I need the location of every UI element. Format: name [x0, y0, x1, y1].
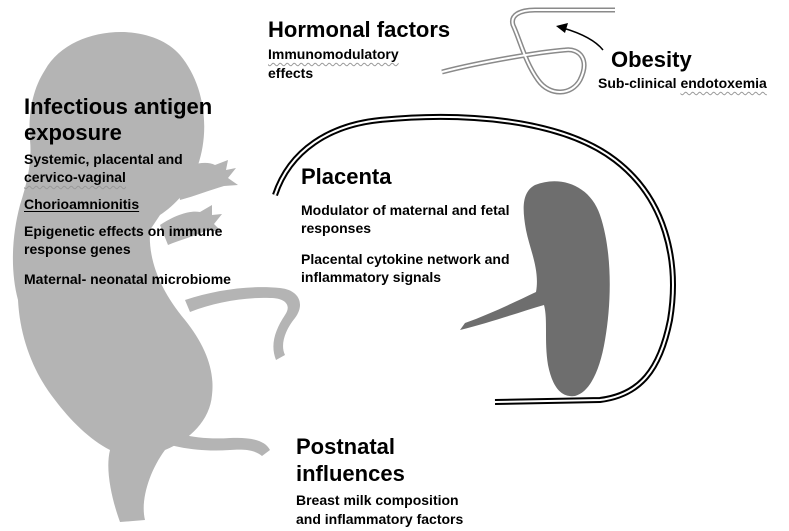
obesity-title: Obesity [611, 47, 692, 72]
vessel-inner [441, 9, 615, 93]
infectious-item-1-line-1: Systemic, placental and [24, 151, 183, 167]
placenta-title: Placenta [301, 164, 392, 189]
fetus-body [12, 32, 213, 522]
infectious-item-1-line-2: cervico-vaginal [24, 169, 126, 185]
fetus-silhouette-icon [12, 32, 300, 522]
fetus-upper-hand [175, 160, 238, 200]
arrow-shaft [562, 27, 604, 51]
arrow-head [556, 23, 568, 33]
obesity-subtitle-prefix: Sub-clinical [598, 75, 681, 91]
hormonal-factors-line-1: Immunomodulatory [268, 46, 399, 62]
fetus-leg [148, 420, 270, 456]
hormonal-factors-title: Hormonal factors [268, 17, 451, 42]
uterus-outline-icon [272, 113, 676, 405]
infectious-title-line-1: Infectious antigen [24, 94, 213, 119]
postnatal-title-line-2: influences [296, 461, 405, 486]
infectious-item-2: Chorioamnionitis [24, 196, 140, 212]
hormonal-factors-line-2: effects [268, 65, 314, 81]
placenta-item-1-line-2: responses [301, 220, 372, 236]
infectious-item-3-line-1: Epigenetic effects on immune [24, 223, 223, 239]
postnatal-line-1: Breast milk composition [296, 492, 459, 508]
placenta-shape-icon [460, 181, 610, 397]
postnatal-line-2: and inflammatory factors [296, 511, 464, 527]
infectious-title-line-2: exposure [24, 120, 122, 145]
postnatal-title-line-1: Postnatal [296, 434, 396, 459]
umbilical-cord [185, 287, 300, 360]
placenta-item-2-line-2: inflammatory signals [301, 269, 442, 285]
placenta-item-1-line-1: Modulator of maternal and fetal [301, 202, 510, 218]
uterus-wall-inner [274, 115, 674, 403]
curved-arrow-icon [556, 23, 604, 51]
fetus-lower-hand [160, 205, 222, 245]
placenta-item-2-line-1: Placental cytokine network and [301, 251, 510, 267]
obesity-subtitle: Sub-clinical endotoxemia [598, 75, 767, 91]
infectious-item-3-line-2: response genes [24, 241, 131, 257]
obesity-subtitle-word: endotoxemia [680, 75, 767, 91]
blood-vessel-loop-icon [441, 7, 615, 95]
infectious-item-4: Maternal- neonatal microbiome [24, 271, 231, 287]
vessel-outer [441, 7, 615, 95]
